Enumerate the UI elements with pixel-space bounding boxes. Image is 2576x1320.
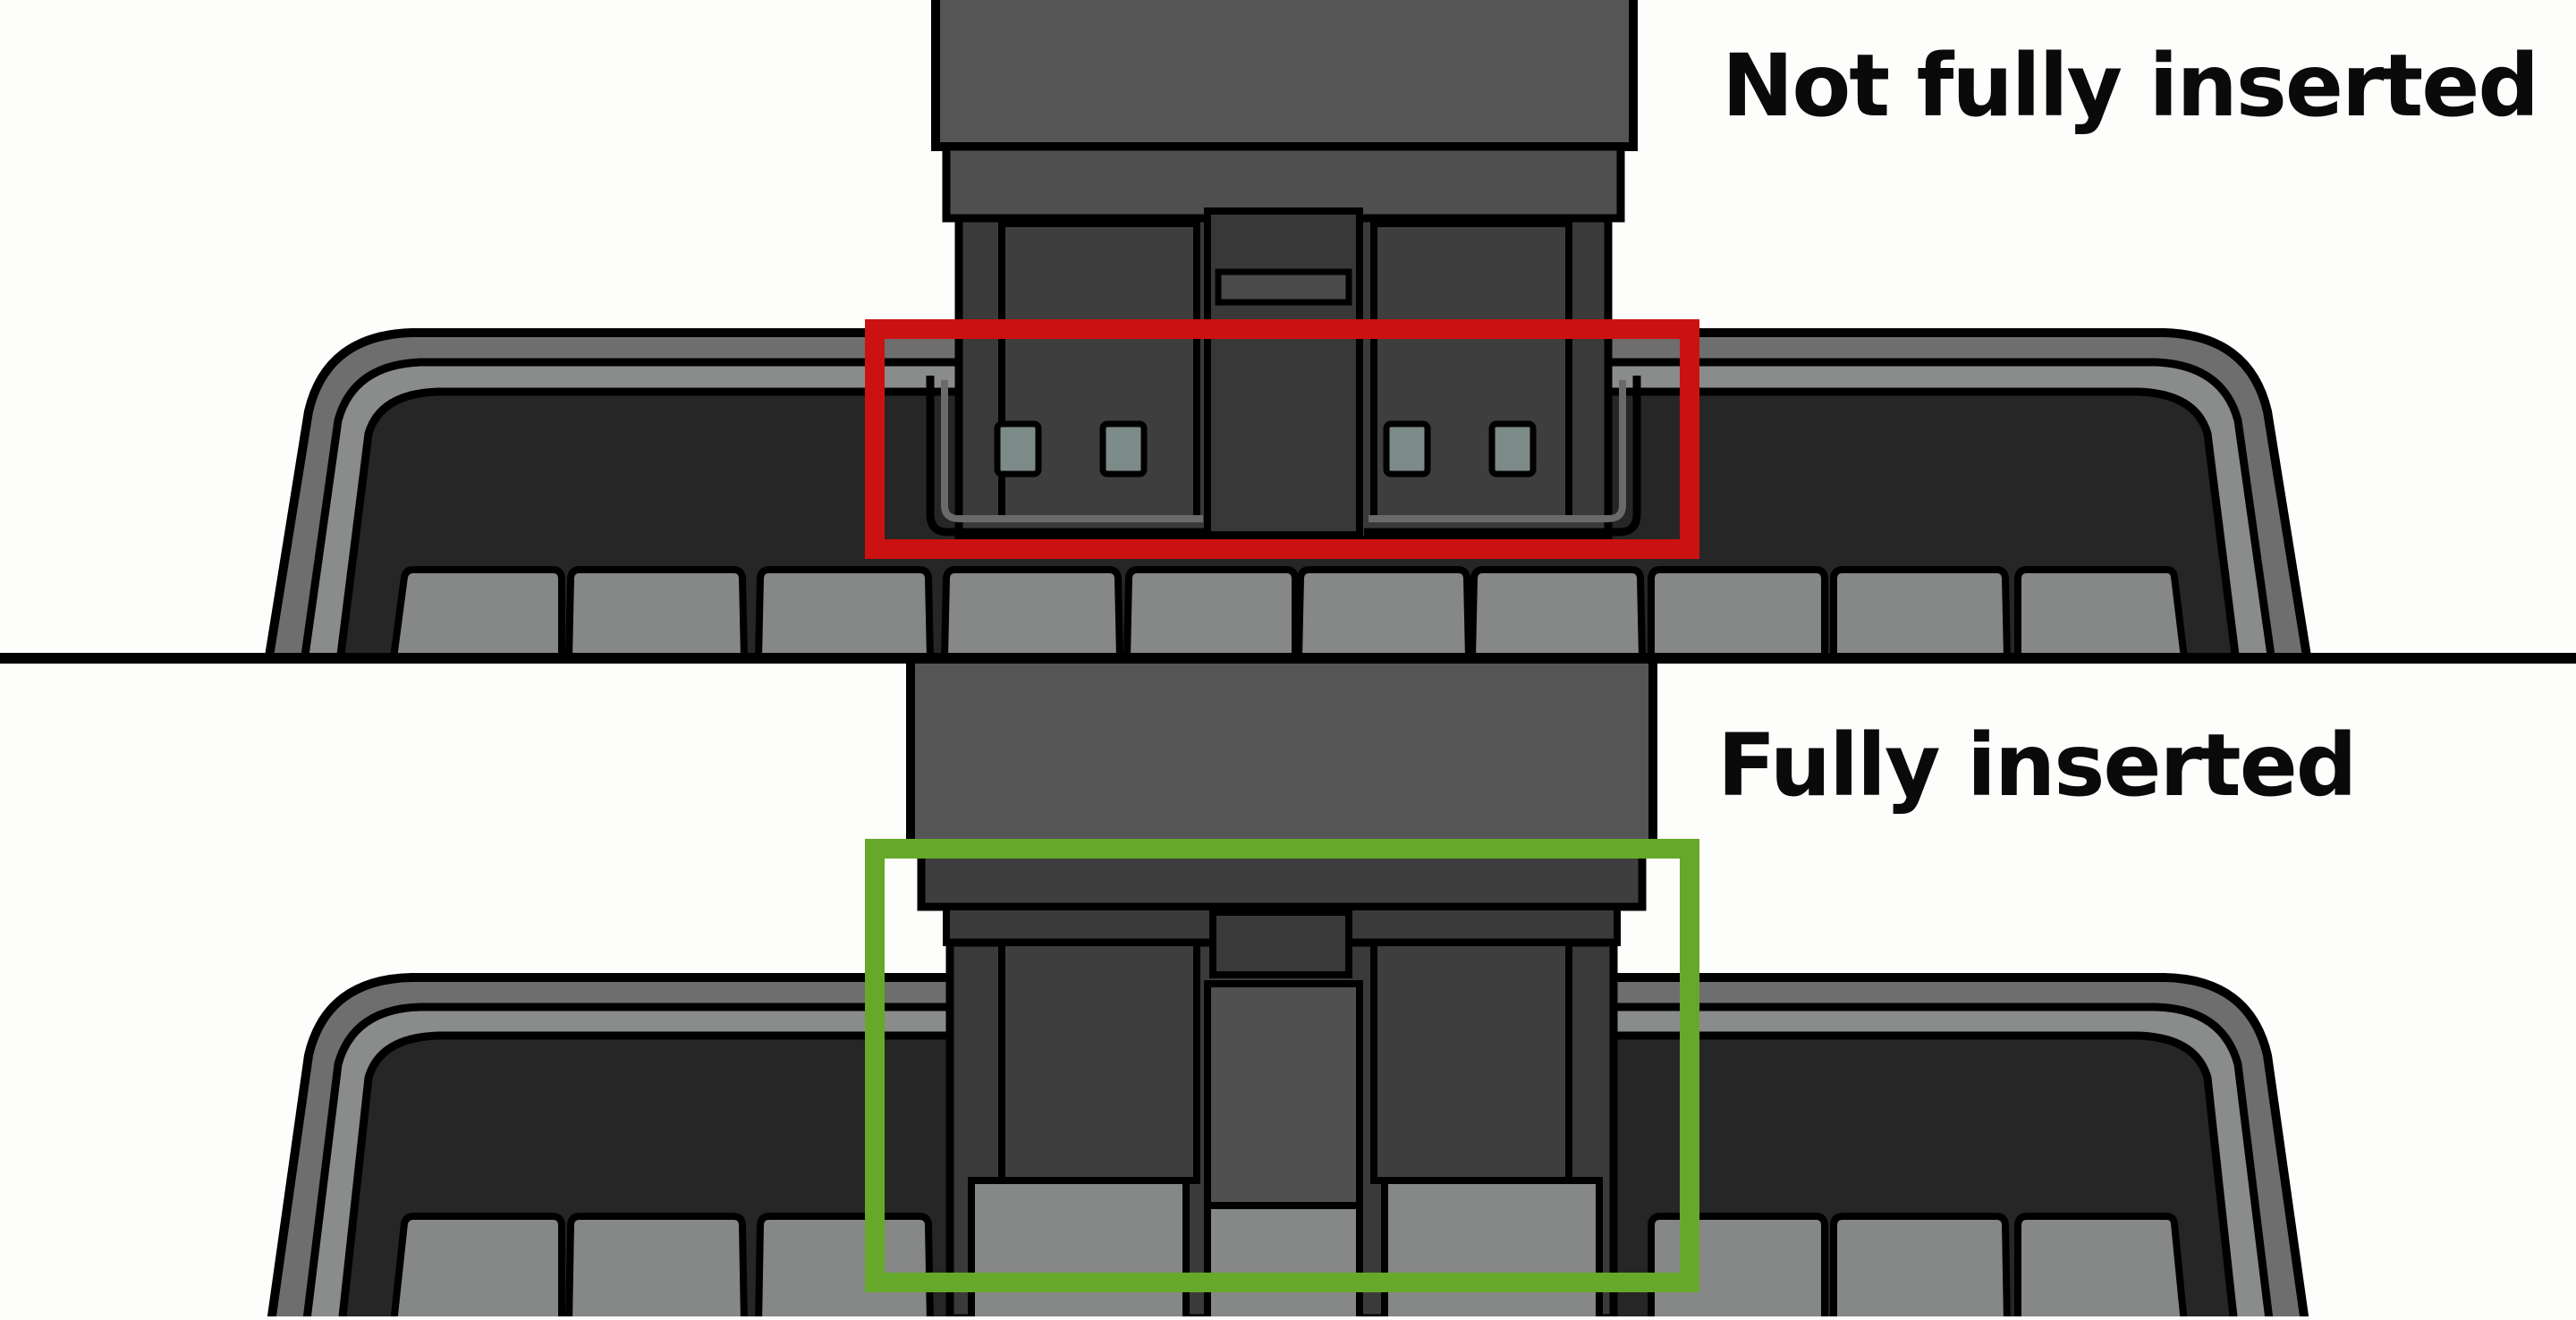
top-panel — [265, 0, 2311, 655]
highlight-box-not-inserted — [865, 319, 1699, 559]
highlight-box-inserted — [865, 839, 1699, 1292]
contact-pins — [994, 420, 1537, 478]
bottom-panel — [267, 664, 2309, 1316]
panel-divider — [0, 653, 2576, 664]
key-row-top — [390, 566, 2188, 655]
connector-not-inserted — [926, 0, 1641, 545]
connector-inserted — [906, 664, 1657, 1316]
label-not-fully-inserted: Not fully inserted — [1722, 36, 2539, 136]
key-row-bottom — [390, 1213, 2188, 1316]
label-fully-inserted: Fully inserted — [1717, 715, 2358, 816]
